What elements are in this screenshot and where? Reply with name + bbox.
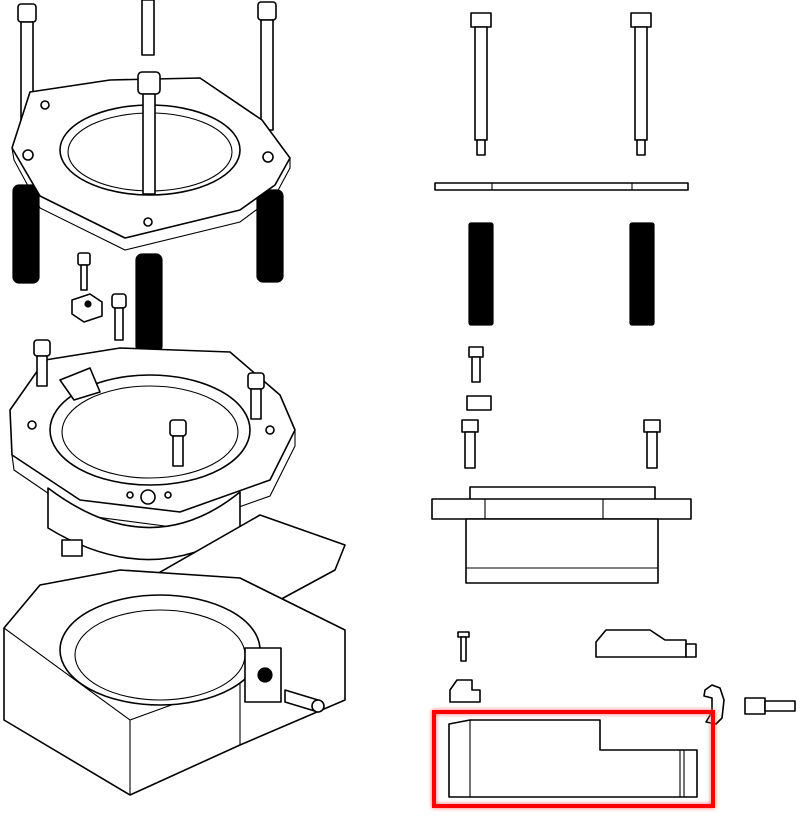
- standoff-right: [256, 189, 284, 283]
- side-standoff-right: [629, 222, 655, 326]
- side-standoff-left: [468, 222, 494, 326]
- side-bolt-left: [470, 12, 492, 156]
- side-small-nut: [466, 395, 492, 411]
- highlight-box: [432, 710, 715, 808]
- flange-bolts: [33, 339, 265, 467]
- side-hook: [703, 684, 725, 725]
- small-screw: [77, 252, 91, 291]
- side-flange-bolts: [461, 419, 661, 469]
- highlighted-block[interactable]: [432, 710, 715, 808]
- side-flange: [431, 486, 692, 584]
- side-plate: [434, 182, 689, 191]
- small-nut: [71, 293, 103, 323]
- side-pin: [457, 631, 470, 662]
- standoff-center: [135, 253, 163, 353]
- side-screw: [744, 697, 796, 715]
- bolt-top-right: [257, 1, 277, 131]
- bolt-center: [137, 71, 161, 195]
- bolt-top-center: [141, 0, 155, 56]
- side-clip: [595, 629, 697, 658]
- base-block: [3, 569, 346, 796]
- side-small-block: [449, 679, 481, 703]
- small-screw-2: [111, 293, 127, 341]
- side-bolt-right: [630, 12, 652, 156]
- side-small-screw: [468, 346, 484, 383]
- middle-flange: [9, 347, 296, 561]
- side-view: [431, 12, 796, 808]
- isometric-view: [3, 0, 346, 796]
- standoff-left: [12, 184, 40, 284]
